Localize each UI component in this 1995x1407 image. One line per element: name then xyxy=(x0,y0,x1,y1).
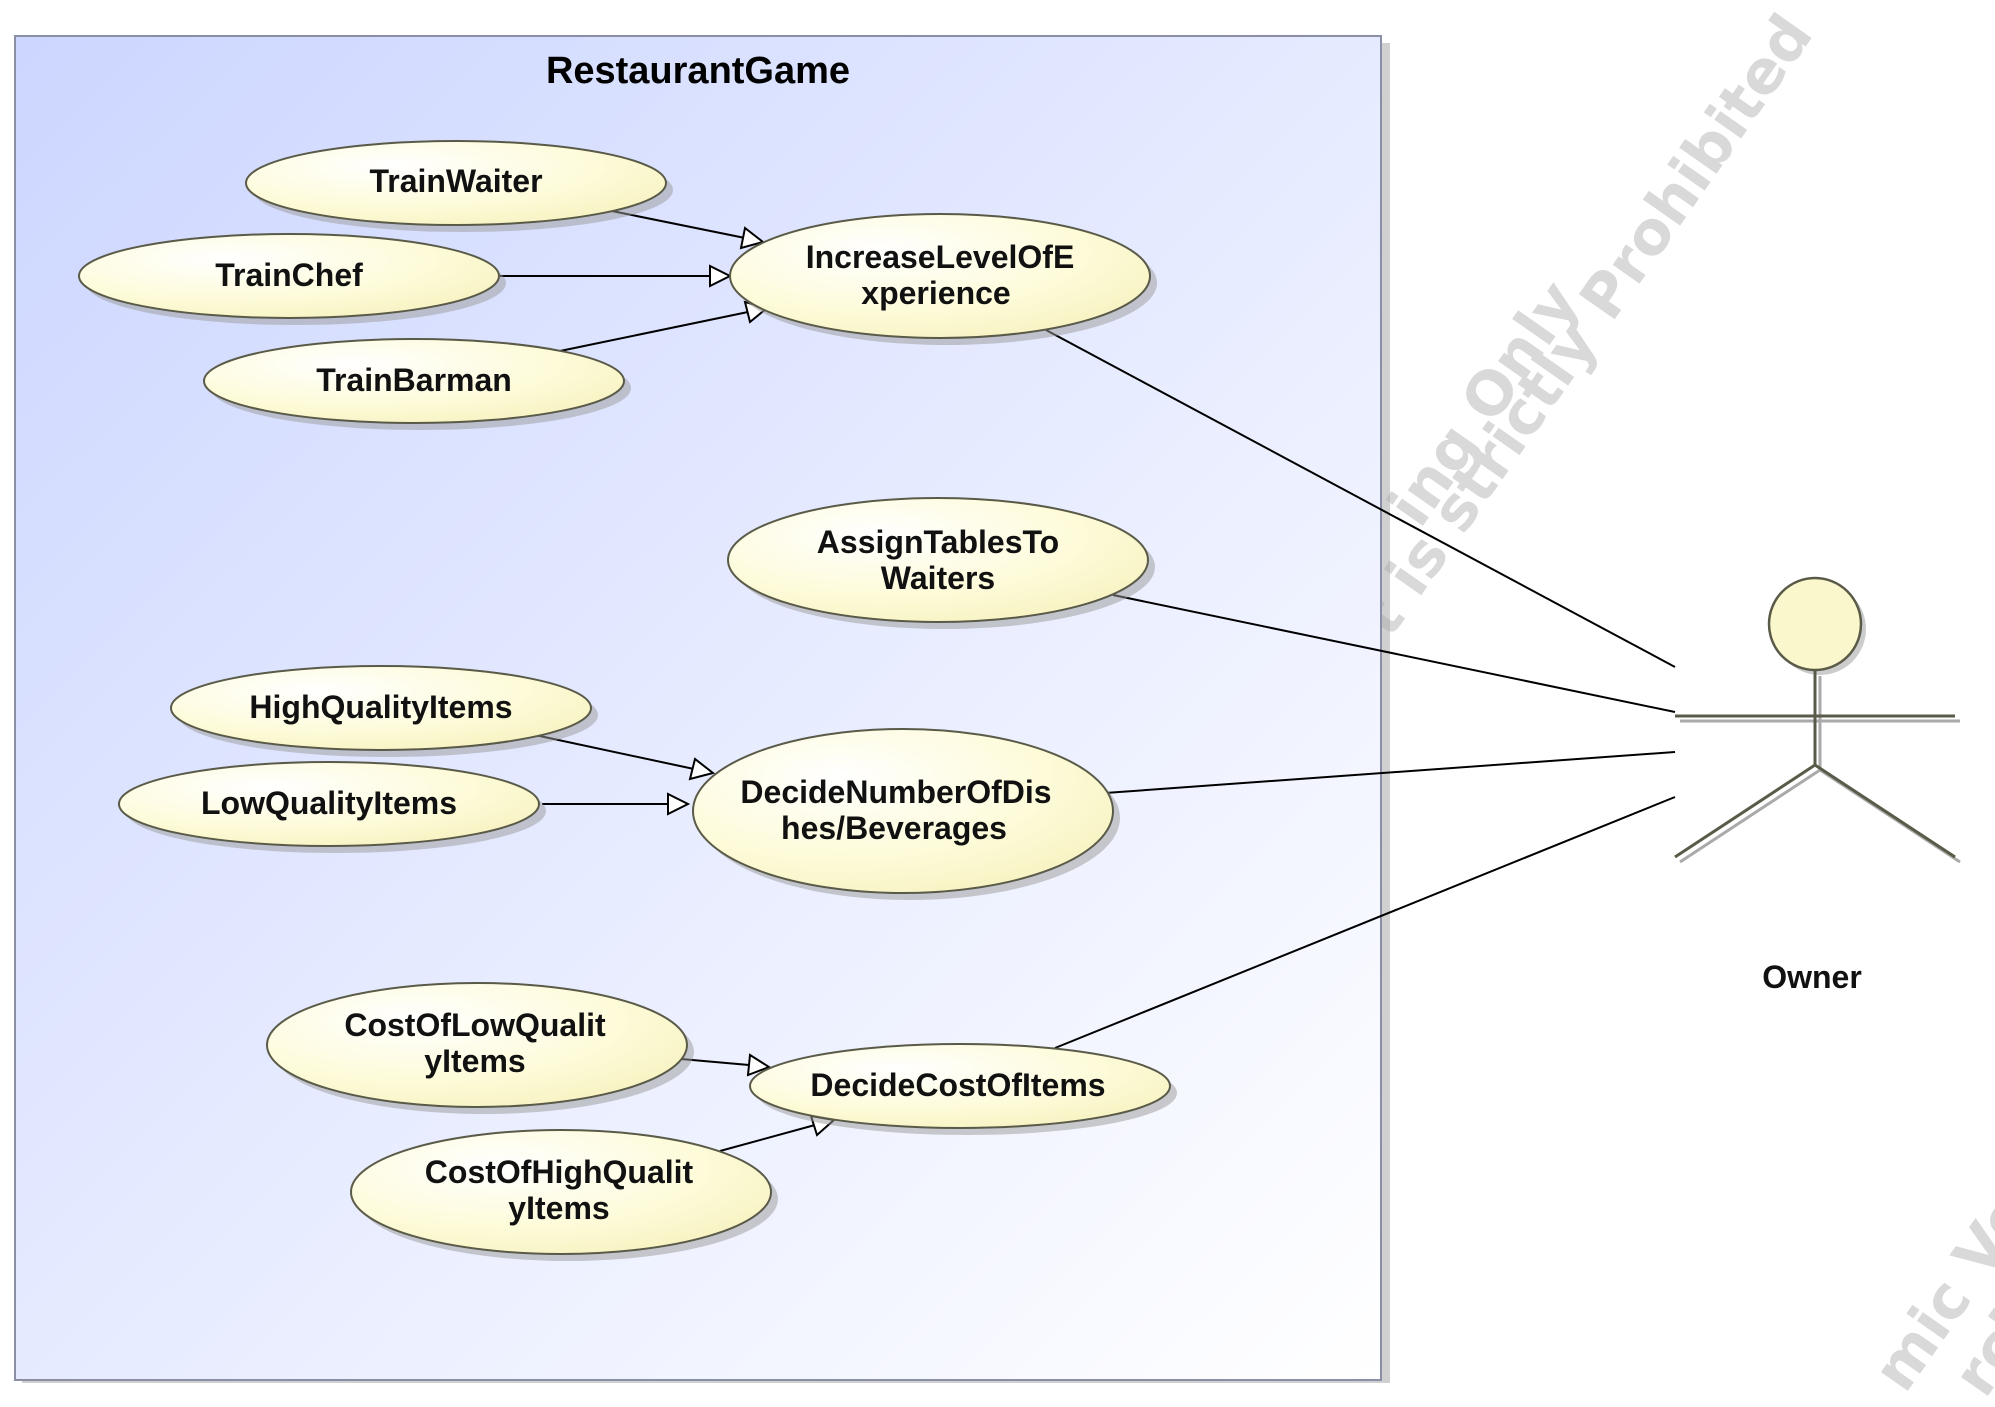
use-case-label-line-2: xperience xyxy=(861,275,1010,311)
arrowhead xyxy=(709,264,733,288)
use-case-label: TrainBarman xyxy=(316,362,512,398)
use-case-label-line-1: IncreaseLevelOfE xyxy=(806,239,1075,275)
use-case-label-line-1: AssignTablesTo xyxy=(817,524,1059,560)
use-case-label: DecideCostOfItems xyxy=(810,1067,1105,1103)
association-lines xyxy=(1045,329,1676,1049)
use-case-label-line-2: yItems xyxy=(424,1043,525,1079)
association-decide-cost xyxy=(1054,796,1676,1049)
use-case-train-barman[interactable]: TrainBarman xyxy=(203,338,631,430)
use-case-low-quality-items[interactable]: LowQualityItems xyxy=(118,761,546,853)
use-case-increase-level-of-experience[interactable]: IncreaseLevelOfE xperience xyxy=(729,213,1157,345)
use-case-label-line-1: CostOfHighQualit xyxy=(425,1154,694,1190)
use-case-label-line-1: DecideNumberOfDis xyxy=(740,774,1051,810)
actor-figure-icon xyxy=(1674,576,1961,864)
use-case-label-line-2: Waiters xyxy=(881,560,995,596)
use-case-label-line-2: yItems xyxy=(508,1190,609,1226)
use-case-cost-of-high-quality-items[interactable]: CostOfHighQualit yItems xyxy=(350,1129,778,1261)
use-case-label: TrainChef xyxy=(215,257,363,293)
use-case-train-chef[interactable]: TrainChef xyxy=(78,233,506,325)
actor-name: Owner xyxy=(1762,959,1862,995)
association-assign-tables xyxy=(1112,594,1676,713)
use-case-train-waiter[interactable]: TrainWaiter xyxy=(245,140,673,232)
arrowhead xyxy=(746,1053,772,1077)
use-case-decide-cost-of-items[interactable]: DecideCostOfItems xyxy=(749,1043,1177,1135)
arrowhead xyxy=(739,226,766,250)
use-case-label: HighQualityItems xyxy=(249,689,512,725)
use-case-high-quality-items[interactable]: HighQualityItems xyxy=(170,665,598,757)
use-case-label: LowQualityItems xyxy=(201,785,457,821)
svg-text:t is strictly Prohibited: t is strictly Prohibited xyxy=(1345,2,1827,648)
use-case-label-line-2: hes/Beverages xyxy=(781,810,1007,846)
arrowhead xyxy=(688,757,716,781)
watermark: ing Only t is strictly Prohibited mic Ve… xyxy=(1345,2,1995,1407)
actor-owner[interactable]: Owner xyxy=(1674,576,1961,995)
use-case-decide-number-of-dishes-beverages[interactable]: DecideNumberOfDis hes/Beverages xyxy=(692,728,1120,900)
use-case-label-line-1: CostOfLowQualit xyxy=(344,1007,606,1043)
generalization-arrows xyxy=(500,209,837,1152)
arrowhead xyxy=(667,792,691,816)
use-case-label: TrainWaiter xyxy=(369,163,542,199)
system-title: RestaurantGame xyxy=(546,50,850,92)
association-decide-number xyxy=(1104,751,1676,794)
association-increase-experience xyxy=(1045,329,1676,668)
use-case-assign-tables-to-waiters[interactable]: AssignTablesTo Waiters xyxy=(727,497,1155,629)
use-case-cost-of-low-quality-items[interactable]: CostOfLowQualit yItems xyxy=(266,982,694,1114)
